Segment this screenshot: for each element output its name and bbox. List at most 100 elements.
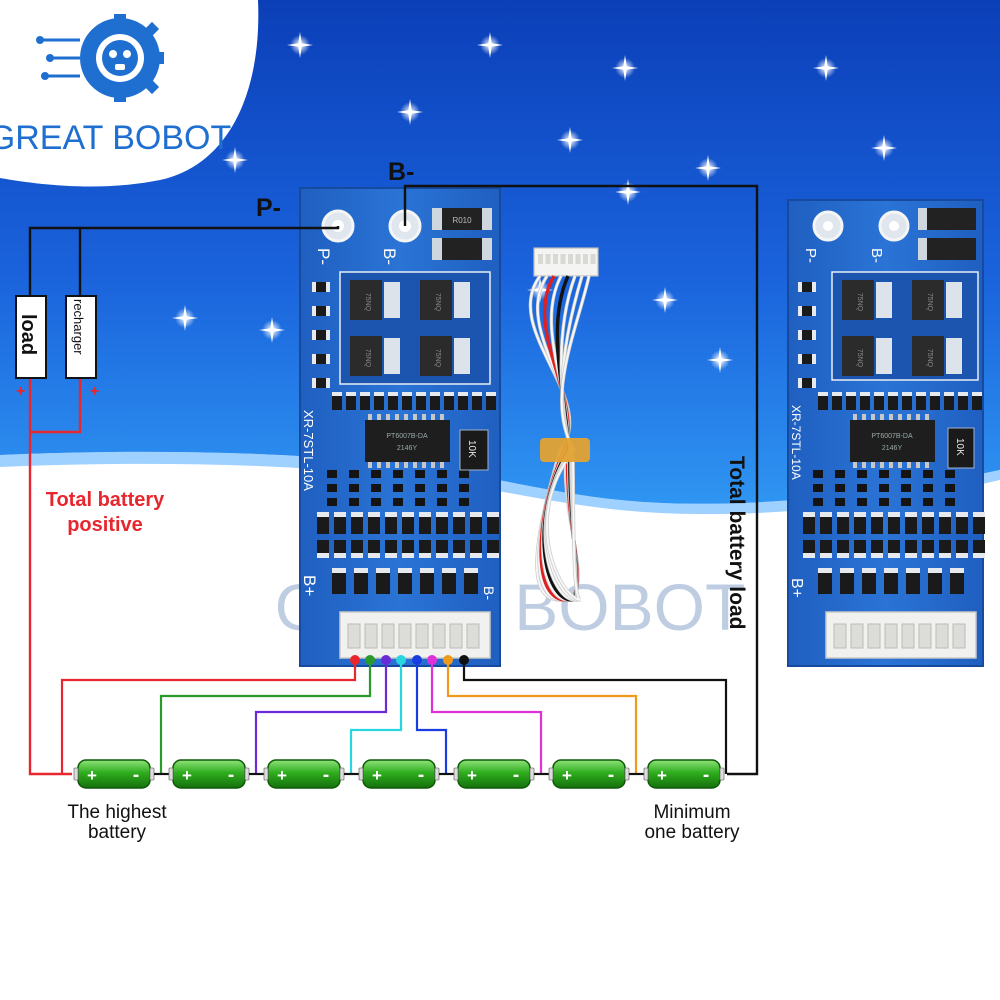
- pcb-pad-b-label: B-: [380, 248, 399, 265]
- ref-resistor-label: 10K: [954, 438, 965, 456]
- battery-plus-sign: +: [562, 766, 572, 785]
- balance-wire-dot-8: [459, 655, 469, 665]
- smd-part: [316, 378, 326, 388]
- smd-misc: [349, 498, 359, 506]
- smd-misc: [349, 484, 359, 492]
- mosfet-tab-1: [454, 282, 470, 318]
- resistor-label: 10K: [466, 440, 477, 458]
- smd-cap: [346, 392, 356, 396]
- smd-misc: [437, 498, 447, 506]
- battery-minus-sign: -: [133, 765, 139, 786]
- smd-misc: [813, 484, 823, 492]
- mosfet-tab-0: [876, 282, 892, 318]
- mosfet-body-3: [912, 336, 944, 376]
- smd-part: [316, 282, 326, 292]
- recharger-plus: +: [90, 383, 99, 400]
- load-plus: +: [16, 383, 25, 400]
- balance-wire-4: [349, 660, 403, 774]
- smd-row1-pad: [487, 512, 499, 517]
- smd-misc: [393, 484, 403, 492]
- smd-cap: [860, 392, 870, 396]
- connector-slot: [364, 623, 378, 649]
- smd-row1: [854, 512, 866, 534]
- balance-wire-dot-3: [381, 655, 391, 665]
- smd-misc: [923, 484, 933, 492]
- connector-slot: [935, 623, 949, 649]
- smd-row3-pad: [906, 568, 920, 573]
- smd-row2-pad: [487, 553, 499, 558]
- smd-row1-pad: [402, 512, 414, 517]
- smd-resistor: [888, 392, 898, 410]
- smd-row2-pad: [956, 553, 968, 558]
- battery-terminal-right: [624, 767, 630, 781]
- smd-misc: [393, 470, 403, 478]
- smd-row2-pad: [351, 553, 363, 558]
- smd-row2-pad: [385, 553, 397, 558]
- smd-row3-pad: [884, 568, 898, 573]
- load-label: load: [17, 314, 39, 355]
- mosfet-label-2: 75NQ: [364, 349, 371, 368]
- smd-resistor: [874, 392, 884, 410]
- smd-row1-pad: [419, 512, 431, 517]
- cable-plug-slot: [553, 254, 558, 264]
- ic-pin-top: [413, 414, 417, 420]
- cable-plug-slot: [575, 254, 581, 264]
- ref-ic-label: PT6007B-DA: [871, 433, 913, 440]
- smd-row1: [837, 512, 849, 534]
- smd-misc: [349, 470, 359, 478]
- smd-part: [802, 306, 812, 316]
- recharger-device: recharger +: [65, 295, 99, 400]
- battery-minus-sign: -: [323, 765, 329, 786]
- smd-misc: [415, 498, 425, 506]
- smd-resistor: [958, 392, 968, 410]
- smd-row2-pad: [470, 553, 482, 558]
- connector-slot: [415, 623, 429, 649]
- battery-terminal-left: [453, 767, 459, 781]
- smd-row1: [939, 512, 951, 534]
- smd-row3-pad: [442, 568, 456, 573]
- smd-misc: [835, 470, 845, 478]
- mosfet-tab-1: [946, 282, 962, 318]
- smd-part: [316, 354, 326, 364]
- smd-row2-pad: [905, 553, 917, 558]
- smd-row1: [419, 512, 431, 534]
- smd-row3-pad: [354, 568, 368, 573]
- smd-resistor: [930, 392, 940, 410]
- smd-misc: [415, 484, 425, 492]
- smd-misc: [857, 498, 867, 506]
- battery-plus-sign: +: [182, 766, 192, 785]
- smd-row1: [871, 512, 883, 534]
- cable-wire-white: [546, 275, 590, 601]
- smd-misc: [879, 498, 889, 506]
- smd-row1-pad: [453, 512, 465, 517]
- gear-robot-icon: [36, 14, 164, 102]
- smd-misc: [327, 498, 337, 506]
- balance-wire-1: [60, 660, 357, 774]
- smd-part: [316, 306, 326, 316]
- ic-pin-top: [431, 414, 435, 420]
- smd-row1-pad: [871, 512, 883, 517]
- smd-resistor: [402, 392, 412, 410]
- mosfet-tab-0: [384, 282, 400, 318]
- battery-terminal-left: [73, 767, 79, 781]
- smd-row3: [862, 568, 876, 594]
- smd-misc: [879, 484, 889, 492]
- smd-row3: [354, 568, 368, 594]
- ref-pcb-bplus-label: B+: [788, 578, 805, 598]
- ic-pin-top: [916, 414, 920, 420]
- battery-plus-sign: +: [657, 766, 667, 785]
- smd-misc: [945, 498, 955, 506]
- smd-row1: [436, 512, 448, 534]
- smd-row1: [402, 512, 414, 534]
- smd-row3: [928, 568, 942, 594]
- smd-misc: [813, 498, 823, 506]
- mosfet-body-2: [842, 336, 874, 376]
- star-sparkle-14: [222, 147, 248, 173]
- smd-row1-pad: [854, 512, 866, 517]
- pcb-pad-p-label: P-: [314, 248, 333, 265]
- battery-plus-sign: +: [372, 766, 382, 785]
- smd-row1: [888, 512, 900, 534]
- smd-row2-pad: [402, 553, 414, 558]
